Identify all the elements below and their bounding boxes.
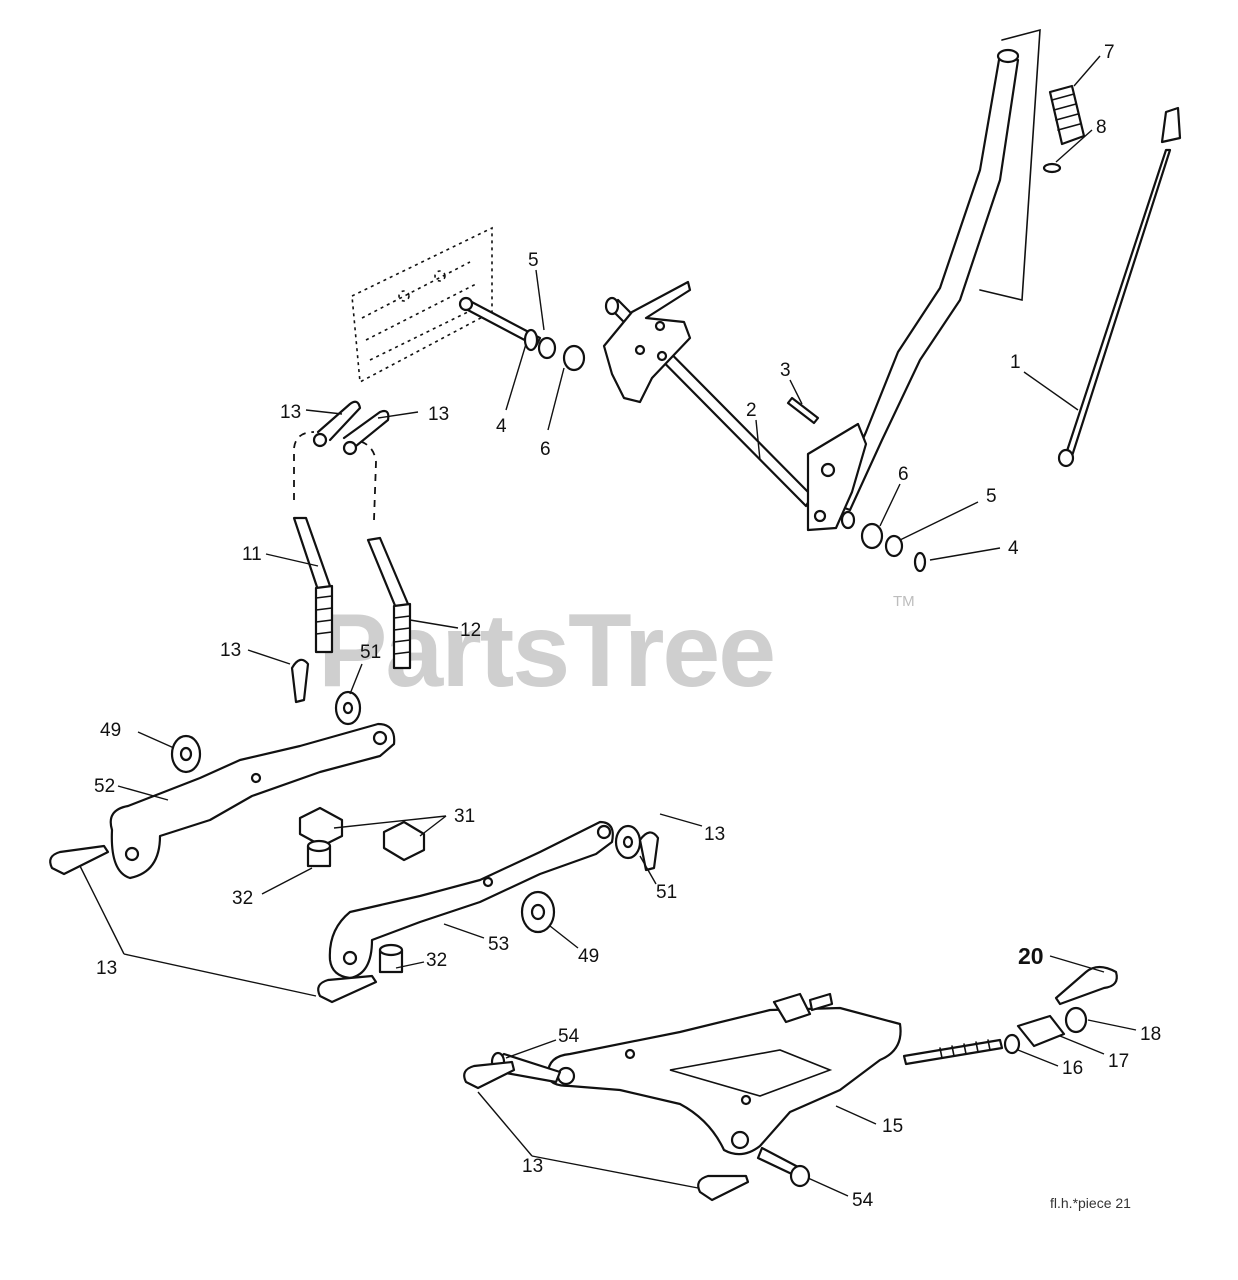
part-bushing-49-lower <box>520 890 556 934</box>
callout-49-top: 49 <box>100 720 121 741</box>
callout-17: 17 <box>1108 1051 1129 1072</box>
part-bolts-54-and-pins <box>463 1051 811 1202</box>
callout-13-c: 13 <box>220 640 241 661</box>
callout-54-top: 54 <box>558 1026 580 1047</box>
callout-1: 1 <box>1010 352 1021 373</box>
callout-4-right: 4 <box>1008 538 1019 559</box>
callout-8: 8 <box>1096 117 1107 138</box>
part-pin <box>786 396 820 425</box>
part-lift-lever <box>806 48 1020 532</box>
watermark-brand: PartsTree <box>318 593 774 709</box>
part-hairpins-top <box>312 400 390 456</box>
callout-2: 2 <box>746 400 757 421</box>
part-handle-grip-outline <box>979 28 1041 301</box>
part-pivot-bracket <box>602 280 692 404</box>
callout-32-a: 32 <box>232 888 253 909</box>
part-lift-link-12 <box>355 439 412 670</box>
part-washers-right <box>840 510 927 573</box>
part-lift-arm-52 <box>109 722 396 880</box>
watermark-trademark: TM <box>893 593 915 610</box>
callout-51-top: 51 <box>360 642 381 663</box>
part-hairpin-washer-mid <box>290 658 362 726</box>
part-lift-arm-53 <box>328 820 614 980</box>
callout-3: 3 <box>780 360 791 381</box>
part-spacers-32 <box>306 839 404 974</box>
callout-5-right: 5 <box>986 486 997 507</box>
part-hairpin-washer-right <box>614 824 660 872</box>
callout-13-b: 13 <box>428 404 449 425</box>
part-adjuster-hardware <box>902 965 1118 1066</box>
callout-13-e: 13 <box>96 958 117 979</box>
callout-18: 18 <box>1140 1024 1161 1045</box>
callout-20: 20 <box>1018 943 1044 969</box>
leader-lines <box>79 55 1137 1197</box>
part-hairpins-lower-left <box>49 844 378 1004</box>
part-spring-knob <box>1042 84 1086 174</box>
callout-6-left: 6 <box>540 439 551 460</box>
callout-4-left: 4 <box>496 416 507 437</box>
part-bushing-49-top <box>170 734 202 774</box>
callout-11: 11 <box>242 544 262 565</box>
callout-12: 12 <box>460 620 481 641</box>
part-lift-link-11 <box>292 431 334 654</box>
callout-32-b: 32 <box>426 950 447 971</box>
callout-49-lower: 49 <box>578 946 599 967</box>
part-adjustment-rod <box>1057 106 1182 468</box>
callout-15: 15 <box>882 1116 903 1137</box>
callout-31: 31 <box>454 806 475 827</box>
callout-labels: 7 8 5 1 3 2 13 13 4 6 6 5 4 11 12 13 51 … <box>94 42 1161 1211</box>
callout-13-f: 13 <box>522 1156 543 1177</box>
callout-53: 53 <box>488 934 509 955</box>
callout-13-d: 13 <box>704 824 725 845</box>
figure-reference: fl.h.*piece 21 <box>1050 1195 1131 1211</box>
part-front-hanger-15 <box>546 992 902 1156</box>
part-trunnions-31 <box>298 806 426 862</box>
callout-6-right: 6 <box>898 464 909 485</box>
callout-52: 52 <box>94 776 115 797</box>
callout-16: 16 <box>1062 1058 1083 1079</box>
callout-13-a: 13 <box>280 402 301 423</box>
callout-51-lower: 51 <box>656 882 677 903</box>
callout-54-bottom: 54 <box>852 1190 874 1211</box>
callout-7: 7 <box>1104 42 1115 63</box>
part-washers-left <box>523 328 586 372</box>
callout-5-top: 5 <box>528 250 539 271</box>
